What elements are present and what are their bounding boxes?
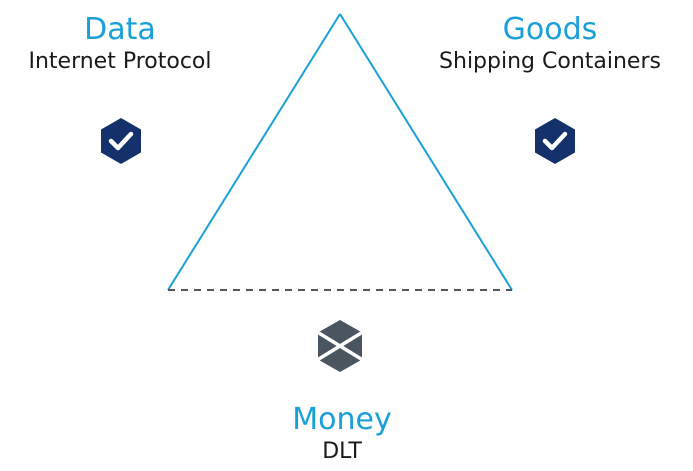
node-data: Data Internet Protocol [0, 12, 240, 76]
edge-top-right [339, 13, 513, 291]
goods-title: Goods [502, 12, 598, 47]
node-goods: Goods Shipping Containers [418, 12, 682, 76]
money-subtitle: DLT [322, 439, 362, 464]
data-title: Data [84, 12, 156, 47]
money-title: Money [292, 402, 392, 437]
cross-badge-icon [312, 318, 368, 378]
edge-top-left [167, 13, 341, 291]
node-money: Money DLT [260, 402, 424, 466]
data-subtitle: Internet Protocol [28, 49, 212, 74]
check-badge-icon [532, 116, 578, 170]
goods-subtitle: Shipping Containers [439, 49, 661, 74]
check-badge-icon [98, 116, 144, 170]
